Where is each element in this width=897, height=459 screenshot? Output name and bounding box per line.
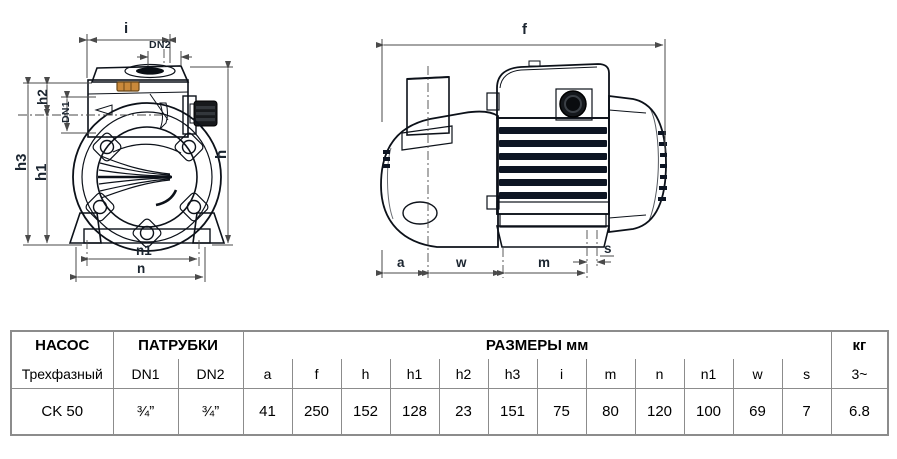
cell-s: 7 <box>781 388 832 436</box>
col-h: h <box>340 359 391 389</box>
cell-h3: 151 <box>487 388 538 436</box>
col-phase: 3~ <box>830 359 889 389</box>
col-dn1: DN1 <box>112 359 179 389</box>
dimensions-table: НАСОС ПАТРУБКИ РАЗМЕРЫ мм кг Трехфазный … <box>10 330 890 436</box>
dim-label-a: a <box>397 255 405 270</box>
col-s: s <box>781 359 832 389</box>
dim-label-h: h <box>213 150 230 159</box>
terminal-box <box>496 60 610 121</box>
col-h1: h1 <box>389 359 440 389</box>
dim-label-s: s <box>604 241 612 256</box>
dim-label-dn2: DN2 <box>149 39 171 51</box>
dim-label-m: m <box>538 255 550 270</box>
cell-f: 250 <box>291 388 342 436</box>
dim-label-n: n <box>137 261 145 276</box>
cell-model: CK 50 <box>10 388 114 436</box>
cell-i: 75 <box>536 388 587 436</box>
pump-head <box>87 63 218 138</box>
cell-h: 152 <box>340 388 391 436</box>
table-sub-header-row: Трехфазный DN1 DN2 a f h h1 h2 h3 i m n … <box>10 359 889 389</box>
cell-m: 80 <box>585 388 636 436</box>
side-view: f a w m s <box>376 21 667 278</box>
cell-n1: 100 <box>683 388 734 436</box>
col-dn2: DN2 <box>177 359 244 389</box>
motor-body <box>486 92 611 248</box>
col-group-weight: кг <box>830 330 889 359</box>
col-m: m <box>585 359 636 389</box>
cell-weight: 6.8 <box>830 388 889 436</box>
fan-pattern <box>98 155 178 207</box>
cell-dn2: ¾” <box>177 388 244 436</box>
front-dimensions: i DN2 h h2 DN1 h <box>13 20 233 282</box>
table-group-header-row: НАСОС ПАТРУБКИ РАЗМЕРЫ мм кг <box>10 330 889 359</box>
dim-label-dn1: DN1 <box>60 101 72 123</box>
dim-label-f: f <box>522 21 528 38</box>
dim-label-i: i <box>124 20 128 37</box>
table-data-row: CK 50 ¾” ¾” 41 250 152 128 23 151 75 80 … <box>10 388 889 436</box>
screws <box>85 132 209 248</box>
col-f: f <box>291 359 342 389</box>
col-w: w <box>732 359 783 389</box>
cell-w: 69 <box>732 388 783 436</box>
cell-n: 120 <box>634 388 685 436</box>
col-h3: h3 <box>487 359 538 389</box>
cell-dn1: ¾” <box>112 388 179 436</box>
col-i: i <box>536 359 587 389</box>
pump-casing-side <box>380 110 499 248</box>
col-group-ports: ПАТРУБКИ <box>112 330 244 359</box>
col-group-pump: НАСОС <box>10 330 114 359</box>
fan-cover <box>608 94 667 234</box>
cell-h1: 128 <box>389 388 440 436</box>
dim-label-h3: h3 <box>13 153 30 171</box>
col-pump-type: Трехфазный <box>10 359 114 389</box>
brass-plug <box>116 81 140 92</box>
side-dimensions: f a w m s <box>376 21 666 278</box>
regulator-knob <box>189 100 218 127</box>
col-n: n <box>634 359 685 389</box>
dim-label-w: w <box>455 255 467 270</box>
dim-label-h2: h2 <box>35 89 50 105</box>
dim-label-h1: h1 <box>33 163 50 181</box>
pump-technical-drawing: i DN2 h h2 DN1 h <box>13 20 667 282</box>
cell-a: 41 <box>242 388 293 436</box>
col-h2: h2 <box>438 359 489 389</box>
pump-casing-front <box>72 102 222 252</box>
front-view: i DN2 h h2 DN1 h <box>13 20 233 282</box>
cell-h2: 23 <box>438 388 489 436</box>
dim-label-n1: n1 <box>136 243 152 258</box>
col-a: a <box>242 359 293 389</box>
col-group-dimensions: РАЗМЕРЫ мм <box>242 330 832 359</box>
col-n1: n1 <box>683 359 734 389</box>
